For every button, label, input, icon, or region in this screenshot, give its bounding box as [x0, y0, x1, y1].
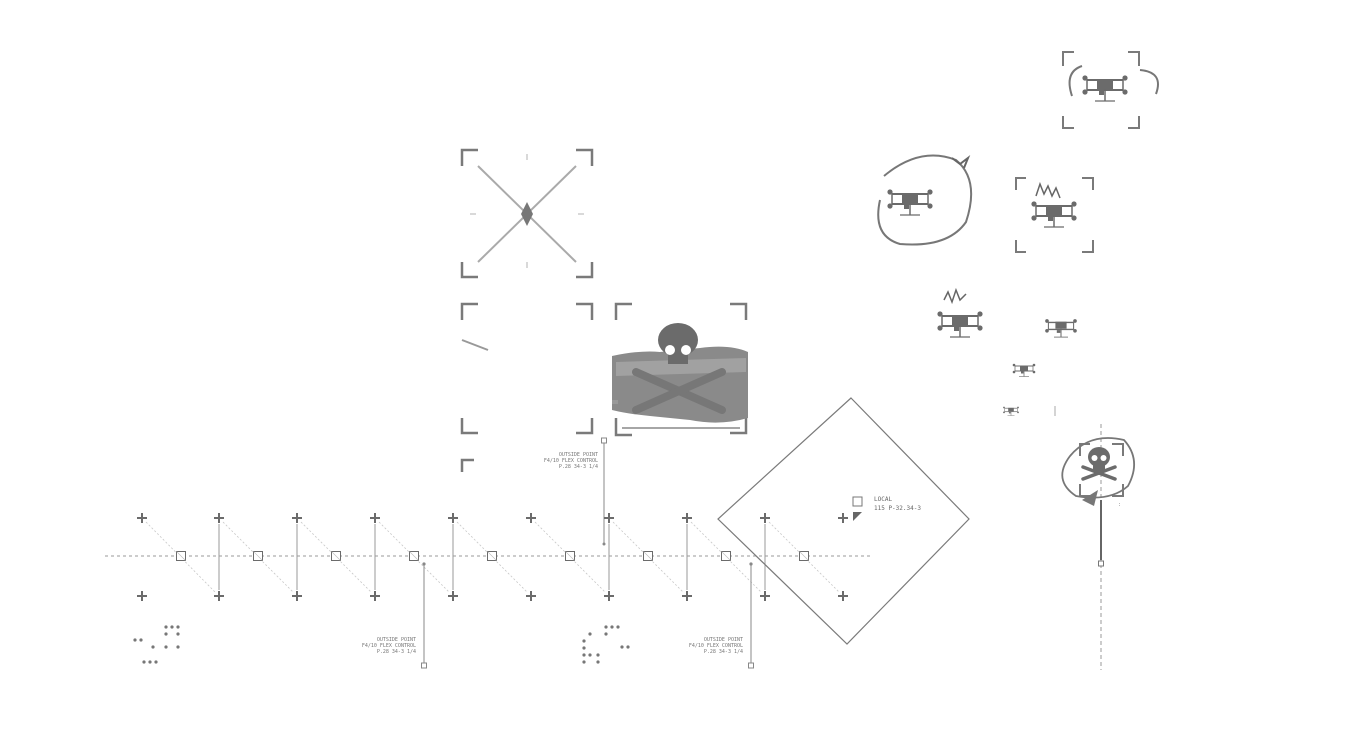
- quadcopter-drone-icon: [1044, 318, 1078, 338]
- drone-medium: [936, 287, 984, 338]
- grid-plus-markers-top: [136, 512, 849, 524]
- drone-smaller: [1012, 363, 1036, 377]
- drone-target-mid: [1015, 177, 1094, 253]
- quadcopter-drone-icon: [1081, 74, 1129, 102]
- svg-text:OUTSIDE POINT: OUTSIDE POINT: [377, 637, 416, 643]
- skull-crossbones-icon: [1081, 445, 1117, 481]
- svg-text:P.28 34-3 1/4: P.28 34-3 1/4: [559, 464, 598, 470]
- svg-text:F4/10 FLEX CONTROL: F4/10 FLEX CONTROL: [689, 643, 743, 649]
- dot-cluster-left: [133, 625, 180, 664]
- dot-cluster-right: [582, 625, 630, 664]
- quadcopter-drone-icon: [1002, 406, 1020, 416]
- svg-text:LOCAL: LOCAL: [874, 496, 892, 503]
- vertical-tick-text: :: [1118, 502, 1121, 508]
- svg-text:OUTSIDE POINT: OUTSIDE POINT: [559, 452, 598, 458]
- jet-icon: [1082, 490, 1098, 506]
- svg-text:F4/10 FLEX CONTROL: F4/10 FLEX CONTROL: [544, 458, 598, 464]
- drone-circled: [877, 154, 973, 246]
- grid-plus-markers-bottom: [136, 590, 849, 602]
- crosshair-icon: [521, 202, 533, 226]
- svg-text:F4/10 FLEX CONTROL: F4/10 FLEX CONTROL: [362, 643, 416, 649]
- drone-small: [1044, 318, 1078, 338]
- svg-text:OUTSIDE POINT: OUTSIDE POINT: [704, 637, 743, 643]
- svg-text:P.28 34-3 1/4: P.28 34-3 1/4: [377, 649, 416, 655]
- skull-hazard-panel: [612, 302, 748, 437]
- outside-point-annotation-right: OUTSIDE POINT F4/10 FLEX CONTROL P.28 34…: [689, 562, 754, 669]
- svg-text:P.28 34-3 1/4: P.28 34-3 1/4: [704, 649, 743, 655]
- svg-text:115 P-32.34-3: 115 P-32.34-3: [874, 505, 921, 512]
- quadcopter-drone-icon: [886, 188, 934, 216]
- empty-target-frame: [460, 302, 594, 472]
- quadcopter-drone-icon: [936, 310, 984, 338]
- quadcopter-drone-icon: [1030, 200, 1078, 228]
- route-grid: [105, 512, 870, 602]
- skull-target: :: [1061, 424, 1135, 670]
- drone-smallest: [1002, 406, 1020, 416]
- grid-vertical-links: [218, 524, 766, 590]
- x-target-frame: [460, 148, 594, 279]
- local-triangle-icon: [853, 512, 862, 521]
- outside-point-annotation-left: OUTSIDE POINT F4/10 FLEX CONTROL P.28 34…: [362, 562, 427, 669]
- local-square-icon: [852, 496, 863, 507]
- drone-target-top: [1062, 51, 1159, 129]
- quadcopter-drone-icon: [1012, 363, 1036, 377]
- outside-point-annotation-top: OUTSIDE POINT F4/10 FLEX CONTROL P.28 34…: [544, 437, 607, 546]
- diamond-zone: LOCAL 115 P-32.34-3: [717, 397, 970, 645]
